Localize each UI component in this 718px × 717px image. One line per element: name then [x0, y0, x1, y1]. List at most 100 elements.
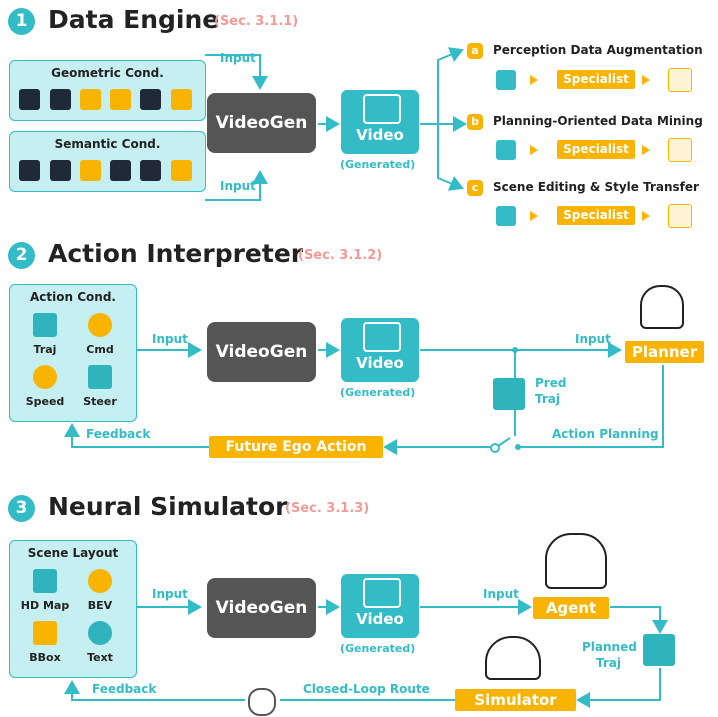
section-1-ref: (Sec. 3.1.1): [214, 14, 299, 29]
trajectory-icon: [33, 313, 57, 337]
geometric-cond-title: Geometric Cond.: [51, 66, 164, 80]
command-icon: [88, 313, 112, 337]
agent-robot-icon: [545, 533, 607, 589]
bev-radar-icon: [88, 569, 112, 593]
video-screen-icon: [363, 322, 401, 352]
chat-icon: [50, 160, 71, 181]
semantic-cond-panel: Semantic Cond.: [9, 131, 206, 192]
video-box-1: Video: [341, 90, 419, 154]
input-label-right-2: Input: [575, 332, 611, 346]
task-b-title: Planning-Oriented Data Mining: [493, 114, 703, 128]
task-a-arrow-icon: [530, 75, 538, 85]
road-icon: [50, 89, 71, 110]
videogen-box-3: VideoGen: [207, 578, 316, 638]
task-b-letter: b: [467, 114, 483, 130]
hd-map-icon: [33, 569, 57, 593]
input-label-top: Input: [220, 51, 256, 65]
section-1-number: 1: [8, 8, 35, 35]
generated-label-1: (Generated): [340, 158, 416, 171]
section-3-ref: (Sec. 3.1.3): [285, 501, 370, 516]
agent-box: Agent: [533, 597, 609, 619]
bbox-cube-icon: [33, 621, 57, 645]
chart-icon: [668, 68, 692, 92]
planned-label: Planned: [582, 640, 637, 654]
scene-layout-panel: Scene Layout HD Map BEV BBox Text: [9, 540, 137, 678]
video-screen-icon: [363, 578, 401, 608]
input-label-right-3: Input: [483, 587, 519, 601]
task-c-specialist: Specialist: [557, 206, 635, 225]
task-c-arrow2-icon: [642, 211, 650, 221]
route-loop-icon: [248, 688, 276, 716]
simulator-box: Simulator: [455, 689, 576, 711]
traj-label-2: Traj: [535, 392, 560, 406]
task-a-letter: a: [467, 43, 483, 59]
video-label-2: Video: [356, 354, 404, 372]
section-3-title: Neural Simulator: [48, 492, 288, 521]
video-label-1: Video: [356, 126, 404, 144]
steer-label: Steer: [83, 395, 117, 408]
planned-traj-icon: [643, 634, 675, 666]
task-a-title: Perception Data Augmentation: [493, 43, 703, 57]
feedback-label-3: Feedback: [92, 682, 157, 696]
grid-icon: [19, 160, 40, 181]
video-box-3: Video: [341, 574, 419, 638]
section-2-number: 2: [8, 242, 35, 269]
scene-layout-title: Scene Layout: [27, 546, 119, 560]
camera-icon: [19, 89, 40, 110]
action-cond-panel: Action Cond. Traj Cmd Speed Steer: [9, 284, 137, 422]
network-icon: [80, 160, 101, 181]
speedometer-icon: [33, 365, 57, 389]
simulator-globe-icon: [485, 636, 541, 680]
input-label-left-3: Input: [152, 587, 188, 601]
task-a-specialist: Specialist: [557, 70, 635, 89]
cube-icon: [110, 89, 131, 110]
video-box-2: Video: [341, 318, 419, 382]
bev-label: BEV: [87, 599, 113, 612]
radar-icon: [80, 89, 101, 110]
car-crash-icon: [668, 138, 692, 162]
section-2-title: Action Interpreter: [48, 239, 304, 268]
action-cond-title: Action Cond.: [30, 290, 116, 304]
pred-label: Pred: [535, 376, 567, 390]
text-chat-icon: [88, 621, 112, 645]
traj-label: Traj: [33, 343, 57, 356]
pred-traj-icon: [493, 378, 525, 410]
task-b-arrow-icon: [530, 145, 538, 155]
future-ego-action-box: Future Ego Action: [209, 436, 383, 458]
feedback-label-2: Feedback: [86, 427, 151, 441]
video-screen-icon: [363, 94, 401, 124]
task-c-arrow-icon: [530, 211, 538, 221]
geometric-cond-panel: Geometric Cond.: [9, 60, 206, 121]
steering-wheel-icon: [88, 365, 112, 389]
landscape-icon: [668, 204, 692, 228]
planner-box: Planner: [625, 341, 704, 363]
task-a-arrow2-icon: [642, 75, 650, 85]
weather-icon: [140, 160, 161, 181]
tag-icon: [110, 160, 131, 181]
task-c-video-icon: [496, 206, 516, 226]
input-label-left-2: Input: [152, 332, 188, 346]
task-b-arrow2-icon: [642, 145, 650, 155]
layers-icon: [171, 160, 192, 181]
task-c-title: Scene Editing & Style Transfer: [493, 180, 699, 194]
planner-head-icon: [640, 285, 684, 329]
task-b-specialist: Specialist: [557, 140, 635, 159]
section-2-ref: (Sec. 3.1.2): [298, 248, 383, 263]
task-b-video-icon: [496, 140, 516, 160]
cmd-label: Cmd: [86, 343, 114, 356]
semantic-cond-title: Semantic Cond.: [54, 137, 161, 151]
traj-label-3: Traj: [596, 656, 621, 670]
text-label: Text: [87, 651, 113, 664]
closed-loop-label: Closed-Loop Route: [303, 682, 430, 696]
task-c-letter: c: [467, 180, 483, 196]
generated-label-3: (Generated): [340, 642, 416, 655]
action-planning-label: Action Planning: [552, 427, 659, 441]
speed-label: Speed: [25, 395, 65, 408]
videogen-box-2: VideoGen: [207, 322, 316, 382]
bbox-label: BBox: [29, 651, 61, 664]
input-label-bottom: Input: [220, 179, 256, 193]
section-3-number: 3: [8, 495, 35, 522]
task-a-video-icon: [496, 70, 516, 90]
circles-icon: [140, 89, 161, 110]
